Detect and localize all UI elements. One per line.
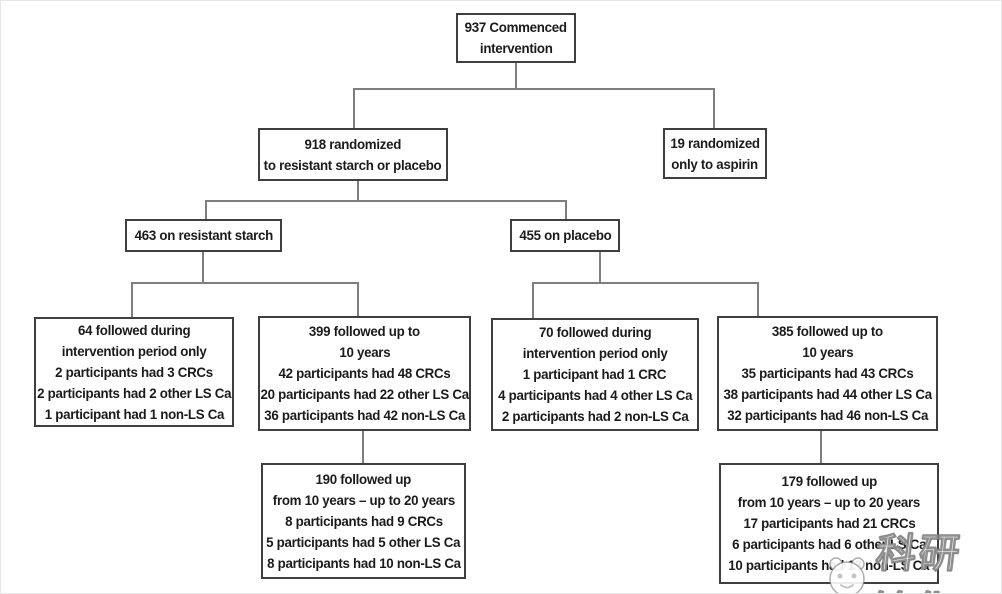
node-text-line: 8 participants had 9 CRCs bbox=[284, 512, 443, 529]
node-text-line: 385 followed up to bbox=[772, 323, 883, 339]
node-text-line: 1 participant had 1 non-LS Ca bbox=[44, 405, 224, 422]
connector-line bbox=[713, 88, 715, 128]
connector-line bbox=[820, 431, 822, 463]
node-text-line: intervention period only bbox=[61, 342, 207, 359]
node-text-line: 6 participants had 6 other LS Ca bbox=[731, 536, 927, 552]
node-text-line: 64 followed during bbox=[77, 321, 191, 338]
connector-line bbox=[515, 63, 517, 89]
node-text-line: 17 participants had 21 CRCs bbox=[743, 515, 915, 531]
node-64-intervention-only: 64 followed during intervention period o… bbox=[34, 317, 234, 427]
node-text-line: 399 followed up to bbox=[309, 323, 420, 339]
node-text-line: 2 participants had 2 other LS Ca bbox=[36, 384, 232, 401]
node-text-line: 937 Commenced bbox=[464, 19, 568, 35]
node-179-followed-10-20y: 179 followed up from 10 years – up to 20… bbox=[719, 463, 939, 584]
node-text-line: 179 followed up bbox=[781, 473, 877, 489]
node-text-line: 35 participants had 43 CRCs bbox=[741, 365, 914, 381]
node-text-line: intervention period only bbox=[522, 345, 668, 361]
node-text-line: 10 years bbox=[802, 344, 853, 360]
connector-line bbox=[357, 282, 359, 316]
node-text-line: from 10 years – up to 20 years bbox=[272, 491, 455, 508]
connector-line bbox=[357, 181, 359, 201]
node-text-line: 455 on placebo bbox=[518, 227, 612, 243]
node-text-line: 8 participants had 10 non-LS Ca bbox=[266, 554, 461, 571]
node-text-line: 4 participants had 4 other LS Ca bbox=[497, 387, 693, 403]
connector-line bbox=[353, 88, 355, 128]
node-text-line: 918 randomized bbox=[304, 135, 402, 152]
node-190-followed-10-20y: 190 followed up from 10 years – up to 20… bbox=[261, 463, 466, 579]
node-463-resistant-starch: 463 on resistant starch bbox=[125, 219, 282, 252]
node-text-line: 19 randomized bbox=[670, 134, 760, 151]
node-text-line: 5 participants had 5 other LS Ca bbox=[266, 533, 461, 550]
node-commenced-intervention: 937 Commenced intervention bbox=[456, 13, 576, 63]
connector-line bbox=[565, 200, 567, 219]
node-text-line: 32 participants had 46 non-LS Ca bbox=[727, 407, 928, 423]
node-text-line: 190 followed up bbox=[315, 470, 412, 487]
node-70-intervention-only: 70 followed during intervention period o… bbox=[491, 318, 699, 431]
connector-line bbox=[131, 282, 359, 284]
node-text-line: 38 participants had 44 other LS Ca bbox=[723, 386, 932, 402]
node-text-line: 70 followed during bbox=[538, 324, 652, 340]
node-text-line: to resistant starch or placebo bbox=[264, 156, 442, 173]
connector-line bbox=[205, 200, 207, 219]
connector-line bbox=[599, 252, 601, 284]
connector-line bbox=[205, 200, 567, 202]
node-text-line: 42 participants had 48 CRCs bbox=[278, 365, 451, 381]
node-385-followed-10y: 385 followed up to 10 years 35 participa… bbox=[717, 316, 938, 431]
node-text-line: 10 years bbox=[339, 344, 390, 360]
node-text-line: 463 on resistant starch bbox=[134, 227, 273, 243]
connector-line bbox=[532, 282, 759, 284]
node-text-line: from 10 years – up to 20 years bbox=[737, 494, 921, 510]
node-19-randomized-aspirin: 19 randomized only to aspirin bbox=[663, 128, 767, 179]
node-text-line: 10 participants had 13 non-LS Ca bbox=[728, 557, 930, 573]
node-text-line: intervention bbox=[479, 40, 553, 56]
node-918-randomized: 918 randomized to resistant starch or pl… bbox=[258, 128, 448, 181]
connector-line bbox=[362, 431, 364, 463]
connector-line bbox=[532, 282, 534, 318]
connector-line bbox=[353, 88, 715, 90]
node-399-followed-10y: 399 followed up to 10 years 42 participa… bbox=[258, 316, 471, 431]
node-text-line: 2 participants had 3 CRCs bbox=[55, 363, 213, 380]
node-text-line: 36 participants had 42 non-LS Ca bbox=[264, 407, 465, 423]
node-text-line: 2 participants had 2 non-LS Ca bbox=[501, 408, 689, 424]
connector-line bbox=[757, 282, 759, 316]
node-text-line: 20 participants had 22 other LS Ca bbox=[260, 386, 469, 402]
node-455-placebo: 455 on placebo bbox=[510, 219, 620, 252]
node-text-line: only to aspirin bbox=[671, 155, 759, 172]
connector-line bbox=[202, 252, 204, 284]
connector-line bbox=[131, 282, 133, 317]
node-text-line: 1 participant had 1 CRC bbox=[523, 366, 667, 382]
